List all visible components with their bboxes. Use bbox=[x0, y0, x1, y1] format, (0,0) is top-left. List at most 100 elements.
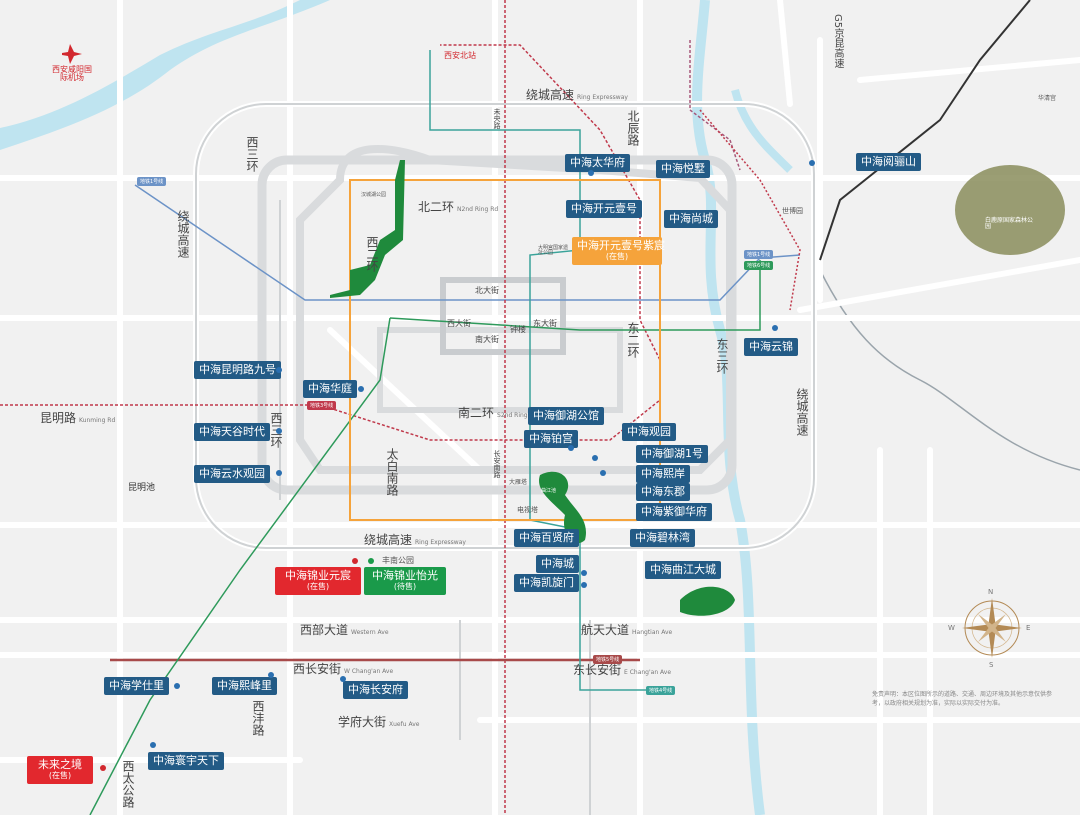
bailu-plateau bbox=[955, 165, 1065, 255]
project-kunming9[interactable]: 中海昆明路九号 bbox=[194, 361, 281, 380]
road-ring-left: 绕城高速 bbox=[176, 210, 190, 258]
airplane-icon bbox=[62, 44, 82, 64]
road-taibai: 太白南路 bbox=[385, 448, 399, 496]
metro-line-green2 bbox=[89, 317, 391, 815]
project-changan[interactable]: 中海长安府 bbox=[343, 681, 408, 700]
project-zhonghaicheng[interactable]: 中海城 bbox=[536, 555, 579, 574]
landmark-hanchang: 汉城湖公园 bbox=[361, 192, 387, 198]
marker-tiangu bbox=[276, 428, 282, 434]
label-zhonglou: 钟楼 bbox=[510, 325, 526, 334]
project-xueshili[interactable]: 中海学仕里 bbox=[104, 677, 169, 696]
metro-tag-4: 地铁4号线 bbox=[646, 686, 676, 695]
marker-zhonghaicheng bbox=[581, 570, 587, 576]
landmark-huaqing: 华清宫 bbox=[1038, 95, 1057, 102]
road-e3: 东三环 bbox=[715, 338, 729, 374]
road-ring-right: 绕城高速 bbox=[795, 388, 809, 436]
park-qujiang-city bbox=[680, 586, 735, 616]
road-beichen: 北辰路 bbox=[626, 110, 640, 146]
chanhe-river bbox=[692, 0, 765, 815]
park-west-strip bbox=[330, 160, 405, 298]
project-tiangu[interactable]: 中海天谷时代 bbox=[194, 423, 270, 442]
project-huating[interactable]: 中海华庭 bbox=[303, 380, 357, 399]
road-w2: 西二环 bbox=[365, 236, 379, 272]
marker-yuelishan bbox=[809, 160, 815, 166]
weihe-river bbox=[0, 0, 330, 150]
project-yuhu-gongguan[interactable]: 中海御湖公馆 bbox=[528, 407, 604, 426]
project-baixian[interactable]: 中海百贤府 bbox=[514, 529, 579, 548]
metro-tag-1b: 地铁1号线 bbox=[744, 250, 774, 259]
landmark-kunming-lake: 昆明池 bbox=[128, 483, 156, 493]
project-guanyuan[interactable]: 中海观园 bbox=[622, 423, 676, 442]
marker-changan bbox=[340, 676, 346, 682]
featured-jinye-yuanchen[interactable]: 中海锦业元宸(在售) bbox=[275, 567, 361, 595]
marker-jinye-yiguang bbox=[368, 558, 374, 564]
project-yuelishan[interactable]: 中海阅骊山 bbox=[856, 153, 921, 172]
featured-jinye-yiguang[interactable]: 中海锦业怡光(待售) bbox=[364, 567, 446, 595]
road-g5: G5京昆高速 bbox=[832, 14, 843, 69]
label-dong: 东大街 bbox=[533, 319, 557, 328]
marker-kunming9 bbox=[276, 367, 282, 373]
project-yunjin[interactable]: 中海云锦 bbox=[744, 338, 798, 357]
project-shangcheng[interactable]: 中海尚城 bbox=[664, 210, 718, 229]
metro-line-blue bbox=[134, 184, 801, 301]
road-xitai: 西太公路 bbox=[121, 760, 135, 808]
park-qujiang bbox=[539, 471, 586, 544]
marker-xifengli bbox=[268, 672, 274, 678]
metro-line-pink bbox=[699, 109, 801, 311]
featured-weilai[interactable]: 未来之境(在售) bbox=[27, 756, 93, 784]
project-xian[interactable]: 中海熙岸 bbox=[636, 465, 690, 484]
landmark-qujiang: 曲江池 bbox=[541, 488, 557, 494]
compass-w: W bbox=[948, 624, 955, 632]
city-wall bbox=[440, 277, 566, 355]
metro-line-red bbox=[0, 44, 661, 441]
marker-yunjin bbox=[772, 325, 778, 331]
project-kaiyuan1[interactable]: 中海开元壹号 bbox=[566, 200, 642, 219]
metro-line-teal bbox=[429, 50, 650, 691]
label-nan: 南大街 bbox=[475, 335, 499, 344]
disclaimer: 免责声明：本区位图所示的道路、交通、周边环境及其他示意仅供参考，以政府相关规划为… bbox=[872, 691, 1053, 707]
project-yuhu1[interactable]: 中海御湖1号 bbox=[636, 445, 708, 464]
project-qujiang-dacheng[interactable]: 中海曲江大城 bbox=[645, 561, 721, 580]
compass-e: E bbox=[1026, 624, 1031, 632]
compass-s: S bbox=[989, 661, 994, 669]
metro-line-green bbox=[389, 260, 761, 331]
road-xifeng: 西沣路 bbox=[251, 700, 265, 736]
metro-line-dark bbox=[819, 0, 1031, 261]
metro-tag-6: 地铁6号线 bbox=[744, 261, 774, 270]
landmark-bailu: 白鹿原国家森林公园 bbox=[985, 217, 1034, 230]
project-dongjun[interactable]: 中海东郡 bbox=[636, 483, 690, 502]
marker-kaixuanmen bbox=[581, 582, 587, 588]
project-bogong[interactable]: 中海铂宫 bbox=[524, 430, 578, 449]
marker-xian bbox=[600, 470, 606, 476]
compass-n: N bbox=[988, 588, 994, 596]
project-kaixuanmen[interactable]: 中海凯旋门 bbox=[514, 574, 579, 593]
project-taihua[interactable]: 中海太华府 bbox=[565, 154, 630, 173]
project-yueshu[interactable]: 中海悦墅 bbox=[656, 160, 710, 179]
project-ziyu[interactable]: 中海紫御华府 bbox=[636, 503, 712, 522]
marker-jinye-yuanchen bbox=[352, 558, 358, 564]
landmark-dianshita: 电视塔 bbox=[517, 506, 538, 514]
marker-yuhu1 bbox=[592, 455, 598, 461]
marker-huanyu bbox=[150, 742, 156, 748]
project-xifengli[interactable]: 中海熙峰里 bbox=[212, 677, 277, 696]
project-bilinwan[interactable]: 中海碧林湾 bbox=[630, 529, 695, 548]
label-xi: 西大街 bbox=[447, 319, 471, 328]
compass-rose bbox=[962, 598, 1022, 658]
project-huanyu[interactable]: 中海寰宇天下 bbox=[148, 752, 224, 771]
project-yunshui[interactable]: 中海云水观园 bbox=[194, 465, 270, 484]
landmark-damingong: 大明宫国家遗址公园 bbox=[538, 245, 569, 256]
metro-tag-3: 地铁3号线 bbox=[307, 401, 337, 410]
landmark-north-station: 西安北站 bbox=[444, 51, 476, 60]
featured-kaiyuan[interactable]: 中海开元壹号紫宸(在售) bbox=[572, 237, 665, 265]
landmark-shibo: 世博园 bbox=[782, 207, 803, 215]
road-weiyang: 未央路 bbox=[493, 108, 501, 129]
